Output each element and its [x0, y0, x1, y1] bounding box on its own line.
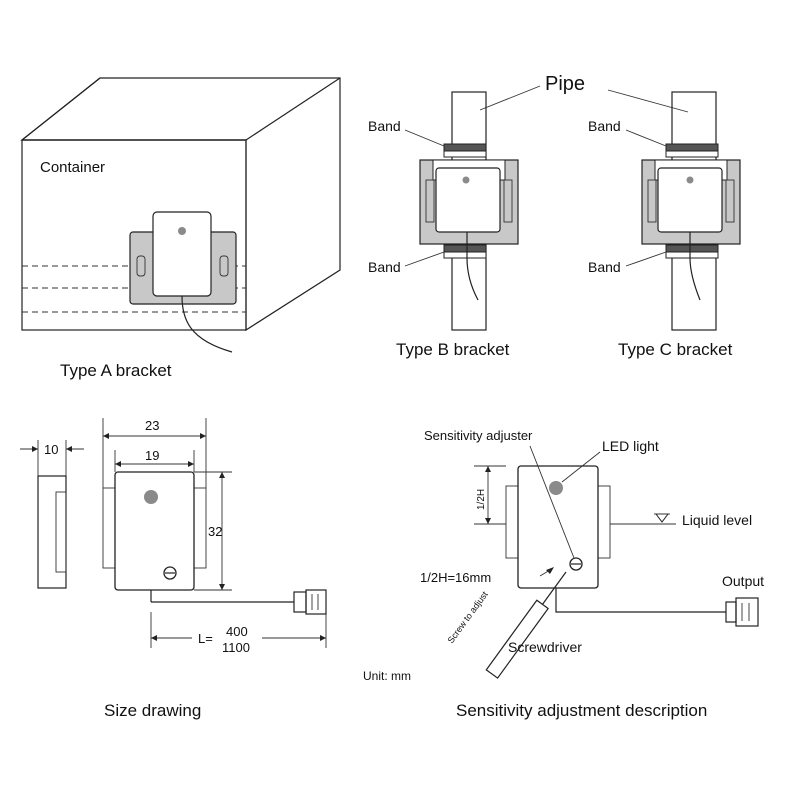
type-a-caption: Type A bracket — [60, 361, 172, 380]
type-c-bracket-illustration: Band Band Type C bracket — [588, 91, 741, 359]
type-b-bracket-illustration: Band Band Type B bracket — [368, 91, 519, 359]
band-label-b-top: Band — [368, 118, 401, 134]
size-drawing-caption: Size drawing — [104, 701, 201, 720]
band-label-c-top: Band — [588, 118, 621, 134]
screwdriver-icon — [485, 571, 567, 679]
sensitivity-caption: Sensitivity adjustment description — [456, 701, 707, 720]
container-label: Container — [40, 159, 105, 176]
dim-height: 32 — [208, 524, 222, 539]
liquid-level-label: Liquid level — [682, 512, 752, 528]
type-a-container-illustration: Container Type A bracket — [20, 77, 341, 380]
dim-cable-prefix: L= — [198, 631, 213, 646]
sensitivity-sensor-body — [517, 465, 599, 589]
half-h-value-label: 1/2H=16mm — [420, 570, 491, 585]
dim-cable-a: 400 — [226, 624, 248, 639]
pipe-label: Pipe — [545, 73, 585, 95]
screwdriver-label: Screwdriver — [508, 639, 582, 655]
type-b-caption: Type B bracket — [396, 340, 510, 359]
size-sensor-body — [114, 471, 195, 591]
dim-cable-b: 1100 — [222, 640, 250, 655]
band-label-c-bottom: Band — [588, 259, 621, 275]
dim-outer-width: 23 — [145, 418, 159, 433]
led-icon — [178, 227, 186, 235]
type-c-caption: Type C bracket — [618, 340, 733, 359]
led-icon — [549, 481, 563, 495]
unit-label: Unit: mm — [363, 669, 411, 683]
type-a-sensor-body — [152, 211, 212, 297]
screw-to-adjust-label: Screw to adjust — [446, 589, 491, 645]
led-icon — [686, 176, 694, 184]
sensitivity-adjustment-illustration: 1/2H Liquid level Sensitivity adjuster L… — [363, 428, 764, 720]
led-icon — [144, 490, 158, 504]
size-drawing: 10 23 19 32 — [20, 418, 327, 720]
led-icon — [462, 176, 470, 184]
half-h-label: 1/2H — [476, 489, 487, 510]
dim-depth: 10 — [44, 442, 58, 457]
output-label: Output — [722, 573, 764, 589]
dim-inner-width: 19 — [145, 448, 159, 463]
sensitivity-adjuster-label: Sensitivity adjuster — [424, 428, 533, 443]
band-label-b-bottom: Band — [368, 259, 401, 275]
led-light-label: LED light — [602, 438, 659, 454]
